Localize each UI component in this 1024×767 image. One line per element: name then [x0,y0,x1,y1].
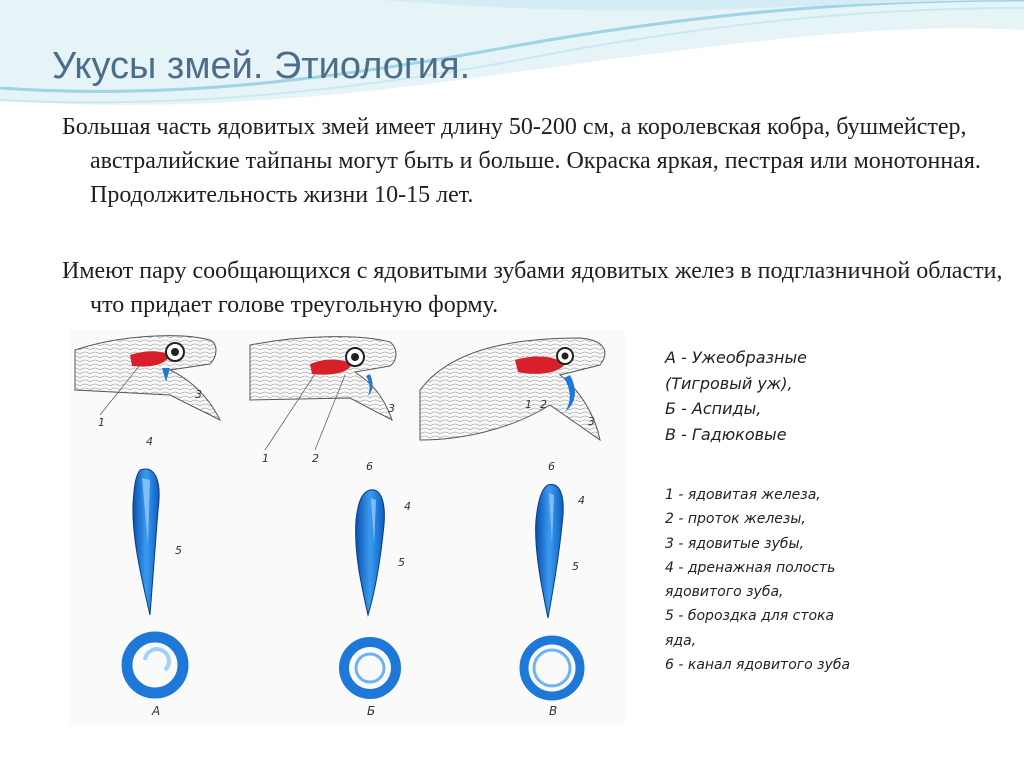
snake-anatomy-figure: 1 3 1 2 3 1 2 3 4 5 6 4 5 [70,330,625,725]
paragraph-snake-size: Большая часть ядовитых змей имеет длину … [62,114,981,208]
cross-section-c: В [519,635,585,718]
label-5-a: 5 [175,544,182,557]
caption-line: Б - Аспиды, [665,399,762,418]
figure-legend: 1 - ядовитая железа, 2 - проток железы, … [665,483,1005,677]
venom-gland-c [515,356,565,374]
panel-letter-a: А [151,704,160,718]
legend-item: 2 - проток железы, [665,511,806,528]
label-4-a: 4 [146,435,153,448]
label-2-b: 2 [312,452,319,465]
legend-item: 5 - бороздка для стока [665,608,835,625]
paragraph-venom-glands: Имеют пару сообщающихся с ядовитыми зуба… [62,258,1003,318]
caption-line: (Тигровый уж), [665,373,793,393]
head-viper: 1 2 3 [419,337,606,442]
label-3-c: 3 [588,415,595,428]
fang-a: 4 5 [132,435,182,616]
label-4-b: 4 [404,500,411,513]
label-5-c: 5 [572,560,579,573]
label-1-b: 1 [262,452,269,465]
cross-section-a: А [121,631,189,718]
legend-item: 4 - дренажная полость [665,559,836,576]
caption-line: А - Ужеобразные [665,348,807,367]
panel-letter-c: В [549,704,557,718]
legend-item: 1 - ядовитая железа, [665,487,821,503]
label-3-b: 3 [388,402,395,415]
legend-item: 6 - канал ядовитого зуба [665,657,851,674]
caption-line: В - Гадюковые [665,424,787,444]
label-4-c: 4 [578,494,585,507]
venom-gland-b [310,359,352,375]
label-1-c: 1 [525,398,532,411]
legend-item: яда, [665,632,697,649]
head-elapid: 1 2 3 [249,336,397,465]
venom-gland-a [130,351,170,367]
legend-item: ядовитого зуба, [665,584,784,601]
label-3-a: 3 [195,388,202,401]
page-title: Укусы змей. Этиология. [52,45,471,87]
figure-caption-groups: А - Ужеобразные (Тигровый уж), Б - Аспид… [665,345,1005,447]
header-wave-decoration [0,0,1024,105]
panel-letter-b: Б [367,704,375,718]
head-colubrid: 1 3 [74,335,222,429]
fang-c: 6 4 5 [535,460,585,619]
fang-b: 6 4 5 [355,460,411,617]
label-6-b: 6 [366,460,373,473]
label-5-b: 5 [398,556,405,569]
legend-item: 3 - ядовитые зубы, [665,535,805,552]
label-6-c: 6 [548,460,555,473]
label-1-a: 1 [98,416,105,429]
label-2-c: 2 [540,398,547,411]
cross-section-b: Б [339,637,401,718]
